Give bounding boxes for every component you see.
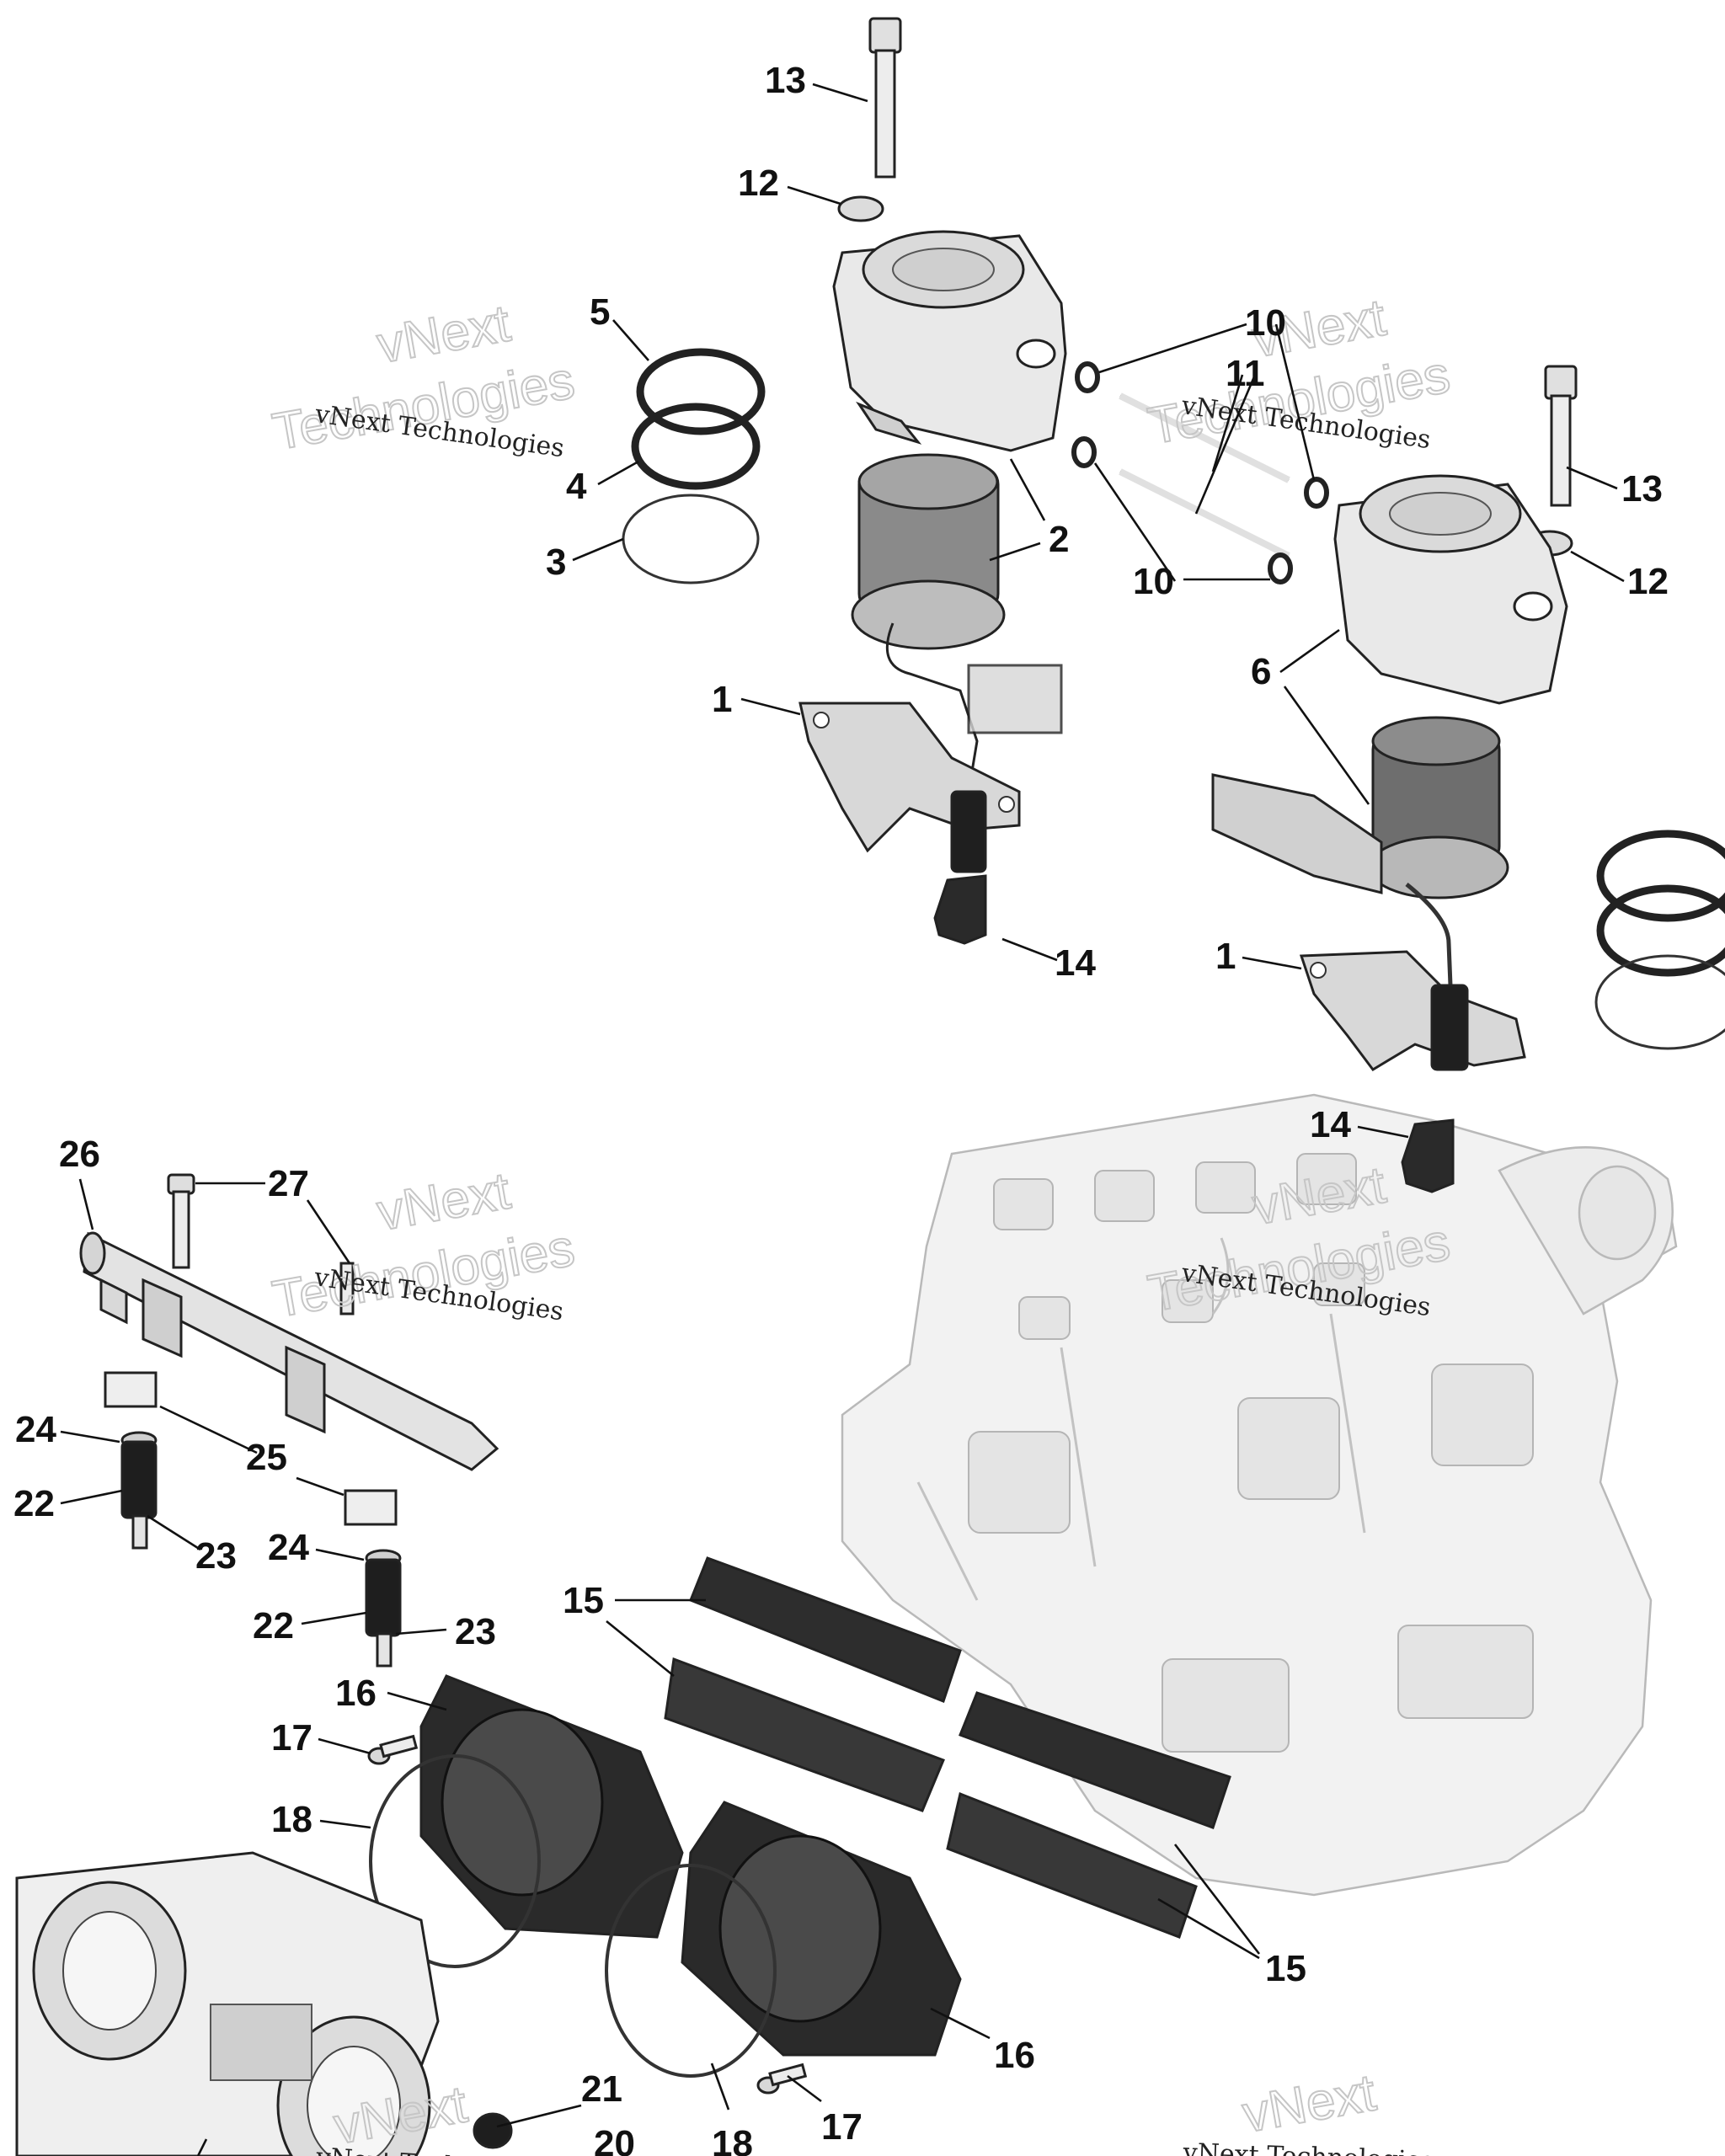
callout-16: 16 [335,1673,377,1714]
callout-1: 1 [712,679,732,720]
fuel-rail-26 [79,1231,499,1471]
callouts: 13 12 5 4 3 10 11 10 2 13 12 6 1 14 1 14… [13,60,1669,2156]
callout-13: 13 [765,60,806,101]
bolt-13-upper-right [1544,365,1578,507]
callout-24: 24 [268,1527,309,1568]
callout-17: 17 [821,2106,862,2148]
clip-25-b [344,1489,398,1526]
gasket-plate-right [1211,773,1383,894]
svg-text:vNext Technologies: vNext Technologies [314,2143,568,2156]
o-ring-10-b [1071,436,1097,468]
injector-22-a [120,1431,158,1550]
callout-18: 18 [271,1799,312,1840]
bracket-1-right [1299,950,1526,1071]
callout-5: 5 [590,291,610,333]
transfer-tube-11-upper [1119,392,1290,483]
callout-13: 13 [1621,468,1663,510]
o-ring-10-d [1268,552,1293,584]
callout-15: 15 [563,1580,604,1621]
engine-block [841,1093,1678,1897]
reed-valve-15-b [946,1691,1231,1939]
svg-text:vNext: vNext [373,294,515,374]
o-ring-10-a [1075,361,1100,393]
sensor-connector-right [1430,984,1469,1071]
callout-23: 23 [455,1611,496,1652]
o-ring-right-edge-2 [1596,884,1725,977]
bolt-27-shadow [339,1262,355,1315]
transfer-tube-11-lower [1119,468,1290,559]
bolt-27 [167,1173,195,1269]
watermark-2: vNext Technologies vNext Technologies [1143,288,1455,457]
callout-12: 12 [738,163,779,204]
leader-lines [60,83,1625,2156]
callout-23: 23 [195,1535,237,1577]
o-ring-5 [636,348,766,435]
callout-4: 4 [566,466,587,507]
injector-22-b [365,1549,402,1668]
o-ring-right-edge-3 [1594,954,1725,1050]
clip-25-a [104,1371,158,1408]
callout-27: 27 [268,1163,309,1204]
filter-housing-2 [832,230,1067,452]
reed-valve-15-a [664,1556,962,1812]
callout-10: 10 [1245,302,1286,344]
callout-15: 15 [1265,1948,1306,1989]
svg-text:vNext Technologies: vNext Technologies [1182,2138,1434,2156]
callout-25: 25 [246,1437,287,1478]
intake-adaptor-16-a [419,1674,684,1939]
callout-21: 21 [581,2068,622,2110]
callout-17: 17 [271,1717,312,1758]
callout-14: 14 [1055,942,1096,984]
oil-filter-cartridge [851,453,1063,792]
clamp-18-a [369,1754,541,1968]
svg-text:vNext: vNext [1238,2063,1380,2143]
callout-3: 3 [546,542,566,583]
screw-17-a [367,1734,419,1765]
callout-1: 1 [1215,936,1236,977]
callout-11: 11 [1226,353,1265,394]
callout-2: 2 [1049,519,1069,560]
watermark-1: vNext Technologies vNext Technologies [268,293,579,463]
washer-12-upper-left [837,195,884,222]
clip-14-left [933,874,987,945]
oil-filter-cartridge-right [1368,716,1509,899]
callout-22: 22 [13,1483,55,1524]
callout-24: 24 [15,1409,56,1450]
filter-housing-6 [1333,474,1568,705]
o-ring-4 [631,403,761,490]
watermark-6: vNext vNext Technologies [1182,2063,1434,2156]
bolt-13-upper-left [868,17,902,179]
callout-10: 10 [1133,561,1174,602]
intake-adaptor-16-b [681,1801,962,2057]
sensor-wire-right [1405,883,1453,986]
clamp-18-b [605,1864,777,2078]
o-ring-3 [622,494,760,584]
clip-14-right [1401,1118,1455,1193]
callout-6: 6 [1251,651,1271,692]
callout-26: 26 [59,1134,100,1175]
callout-18: 18 [712,2123,753,2156]
svg-text:vNext: vNext [373,1161,515,1241]
screw-17-b [756,2063,808,2095]
callout-16: 16 [994,2035,1035,2076]
callout-20: 20 [594,2123,635,2156]
throttle-body [15,1851,513,2156]
o-ring-right-edge-1 [1596,830,1725,922]
o-ring-10-c [1304,477,1329,509]
callout-22: 22 [253,1605,294,1646]
callout-14: 14 [1310,1104,1351,1145]
callout-12: 12 [1627,561,1669,602]
sensor-connector-left [950,790,987,873]
